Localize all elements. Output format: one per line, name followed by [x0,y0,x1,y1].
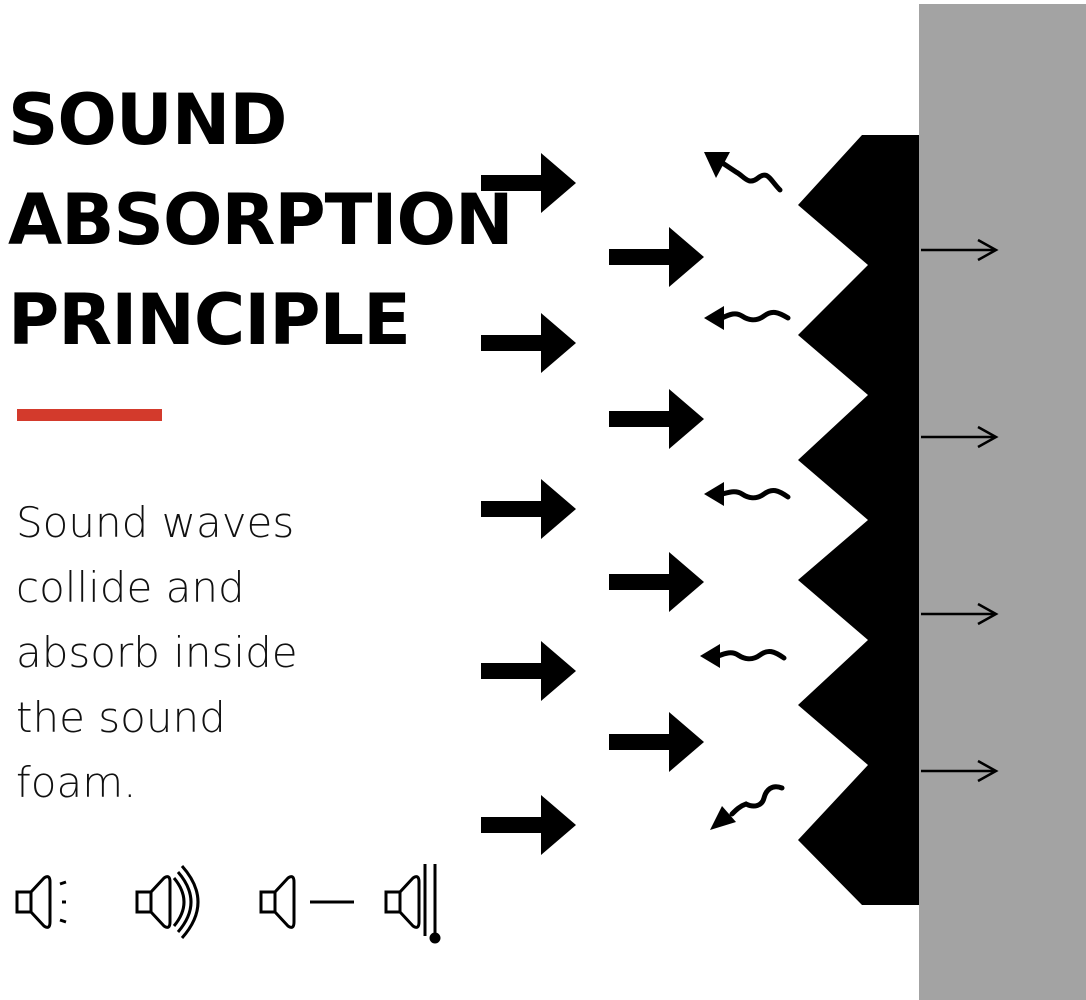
reflected-sound-arrow [704,306,791,330]
incoming-sound-arrow [609,552,704,612]
accent-divider [17,409,162,421]
title-line-3: PRINCIPLE [8,279,411,361]
speaker-blocked-sound-icon [384,864,441,944]
description-line-3: absorb inside [16,628,298,677]
title-line-1: SOUND [8,79,287,161]
description-line-4: the sound [16,693,226,742]
description-text: Sound waves collide and absorb inside th… [16,490,316,815]
transmitted-sound-arrow [921,425,999,449]
title-line-2: ABSORPTION [8,179,514,261]
transmitted-sound-arrow [921,238,999,262]
incoming-sound-arrow [609,227,704,287]
incoming-sound-arrow [481,153,576,213]
reflected-sound-arrow [700,644,787,668]
incoming-sound-arrow [481,641,576,701]
transmitted-sound-arrows [921,238,999,783]
speaker-dispersed-sound-icon [15,875,67,929]
reflected-sound-arrow [704,152,783,193]
incoming-sound-arrow [481,795,576,855]
incoming-sound-arrow [609,389,704,449]
description-line-5: foam. [16,758,137,807]
wall [919,4,1086,1000]
diagram-title: SOUND ABSORPTION PRINCIPLE [8,70,514,370]
incoming-sound-arrow [609,712,704,772]
transmitted-sound-arrow [921,602,999,626]
acoustic-foam-panel [798,135,919,905]
reflected-sound-arrows [700,152,791,830]
description-line-1: Sound waves [16,498,295,547]
description-line-2: collide and [16,563,245,612]
incoming-sound-arrow [481,479,576,539]
incoming-sound-arrows [481,153,704,855]
speaker-reflected-sound-icon [135,865,200,939]
incoming-sound-arrow [481,313,576,373]
speaker-direct-sound-icon [259,875,354,929]
reflected-sound-arrow [704,482,791,506]
transmitted-sound-arrow [921,759,999,783]
reflected-sound-arrow [710,784,785,830]
